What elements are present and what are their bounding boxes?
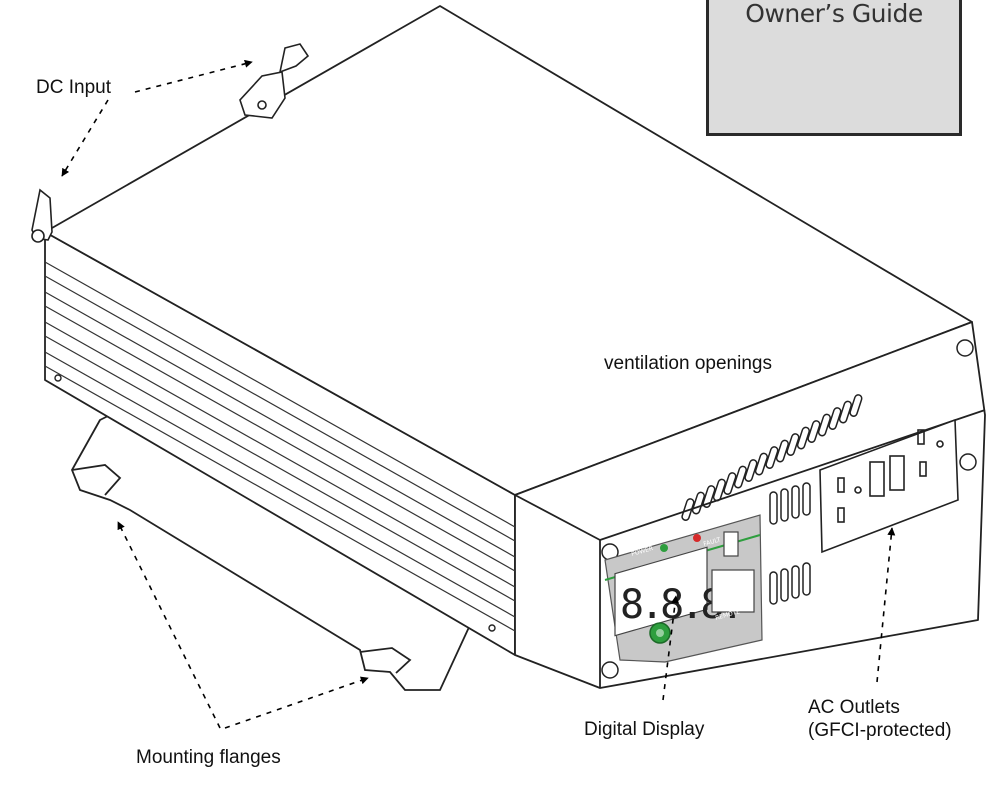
vent-slot [780,568,789,602]
heat-sink-fins [44,261,516,632]
vent-slot [796,426,810,450]
owners-guide-title: Owner’s Guide [745,0,923,28]
label-mounting-flanges: Mounting flanges [136,747,281,768]
vent-slot [849,394,863,417]
vent-slot [681,498,695,521]
inverter-chassis [44,5,986,689]
label-ac-outlets-line2: (GFCI-protected) [808,720,952,741]
front-panel-screws [601,339,977,679]
label-ventilation-openings: ventilation openings [604,353,772,374]
vent-slot [828,407,842,430]
owners-guide-box: Owner’s Guide [706,0,962,136]
vent-slot [802,562,811,596]
label-ac-outlets-line1: AC Outlets [808,697,900,718]
label-digital-display: Digital Display [584,719,705,740]
fault-led [693,534,701,542]
vent-slot [802,482,811,516]
remote-port [711,569,755,613]
vent-slot [838,400,852,424]
chassis-screw-rear [488,624,496,632]
arrow-dc-input-left [61,99,109,177]
fault-label: FAULT [703,536,722,548]
vent-slot [765,446,779,469]
vent-slot [817,413,831,437]
ventilation-openings-top [681,394,863,521]
arrow-mounting-right [224,676,369,729]
control-panel: POWER FAULT 8.8.8. REMOTE [604,514,763,663]
arrow-dc-input-top [134,59,253,93]
usb-port [723,531,739,557]
vent-slot [791,485,800,519]
vent-slot [754,452,768,476]
vent-slot [786,433,800,456]
arrow-ac-outlets [876,527,896,683]
vent-slot [791,565,800,599]
vent-slot [780,488,789,522]
ac-outlets [819,418,959,554]
label-ac-outlets: AC Outlets (GFCI-protected) [808,696,952,742]
vent-slot [712,478,726,502]
label-dc-input: DC Input [36,77,111,98]
vent-slot [691,491,705,515]
vent-slot [702,485,716,508]
vent-slot [775,439,789,463]
vent-slot [769,571,778,605]
dc-input-terminals [31,43,310,243]
power-led [660,544,668,552]
vent-slot [733,465,747,489]
ventilation-openings-front [769,482,811,605]
arrow-mounting-left [117,521,221,729]
chassis-screw-left [54,374,62,382]
vent-slot [744,459,758,482]
vent-slot [807,420,821,443]
vent-slot [769,491,778,525]
callout-arrows [61,59,896,729]
vent-slot [723,472,737,495]
